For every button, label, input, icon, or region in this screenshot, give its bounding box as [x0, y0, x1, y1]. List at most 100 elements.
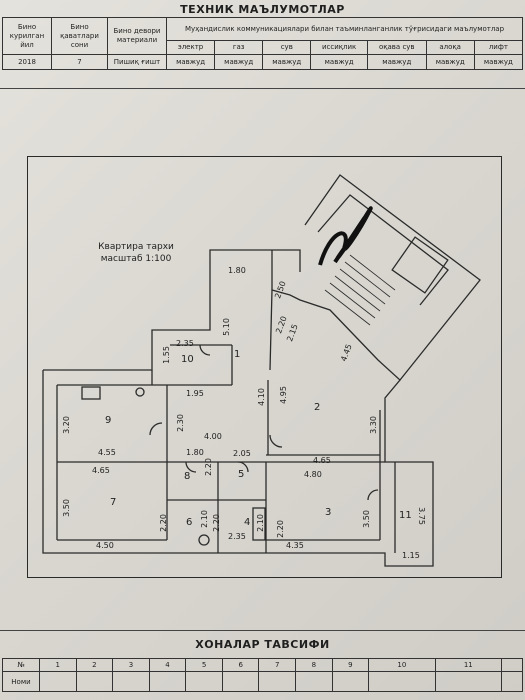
- rooms-description-table: № 1 2 3 4 5 6 7 8 9 10 11 Номи: [2, 658, 523, 692]
- bathtub: [252, 507, 266, 541]
- technical-info-table: Бино курилган йил Бино қаватлари сони Би…: [2, 17, 524, 70]
- room-number: 9: [105, 415, 112, 426]
- dimension-label: 4.80: [304, 470, 322, 479]
- room-number: 2: [314, 402, 321, 413]
- year-value: 2018: [2, 54, 52, 70]
- room-name-cell: [185, 671, 223, 692]
- empty-cell: [501, 658, 523, 672]
- utility-status: мавжуд: [214, 54, 264, 70]
- room-column-number: 2: [75, 658, 114, 672]
- room-number: 4: [244, 517, 251, 528]
- rooms-description-title: ХОНАЛАР ТАВСИФИ: [195, 638, 330, 651]
- dimension-label: 2.35: [176, 339, 194, 348]
- room-name-cell: [75, 671, 114, 692]
- door-swing: [237, 461, 249, 473]
- dimension-label: 4.10: [256, 388, 266, 406]
- room-column-number: 7: [258, 658, 297, 672]
- room-column-number: 4: [148, 658, 187, 672]
- dimension-label: 4.00: [204, 432, 222, 441]
- utility-status: мавжуд: [473, 54, 524, 70]
- room-name-cell: [295, 671, 333, 692]
- door-swing: [149, 422, 163, 436]
- dimension-label: 2.10: [255, 514, 265, 532]
- room-column-number: 6: [221, 658, 260, 672]
- door-swing: [199, 344, 211, 356]
- dimension-label: 3.75: [416, 507, 426, 525]
- dimension-label: 2.35: [228, 532, 246, 541]
- dimension-label: 1.80: [228, 266, 246, 275]
- room-name-cell: [258, 671, 297, 692]
- dimension-label: 1.95: [186, 389, 204, 398]
- room-number: 1: [234, 349, 241, 360]
- dimension-label: 2.10: [199, 510, 209, 528]
- stair-treads: [324, 254, 396, 326]
- room-number: 6: [186, 517, 193, 528]
- dimension-label: 4.65: [313, 456, 331, 465]
- section-divider: [0, 88, 525, 89]
- room-column-number: 11: [434, 658, 503, 672]
- stair-core-wall: [304, 174, 481, 381]
- room-name-cell: [39, 671, 77, 692]
- door-swing: [185, 461, 197, 473]
- dimension-label: 3.50: [361, 510, 371, 528]
- dimension-label: 4.35: [286, 541, 304, 550]
- room-name-cell: [221, 671, 260, 692]
- room-column-number: 1: [39, 658, 77, 672]
- col-floors-header: Бино қаватлари сони: [51, 17, 108, 55]
- dimension-label: 4.55: [98, 448, 116, 457]
- utility-status: мавжуд: [262, 54, 312, 70]
- room-name-cell: [434, 671, 503, 692]
- room-number: 8: [184, 471, 191, 482]
- redaction-scribble: [318, 206, 373, 266]
- dimension-label: 2.05: [233, 449, 251, 458]
- room-column-number: 3: [112, 658, 150, 672]
- room-number: 3: [325, 507, 332, 518]
- number-header: №: [2, 658, 40, 672]
- dimension-label: 2.20: [158, 514, 168, 532]
- room-number: 11: [399, 510, 412, 521]
- door-swing: [269, 434, 283, 448]
- toilet: [198, 534, 210, 546]
- dimension-label: 3.50: [61, 499, 71, 517]
- plan-caption-scale: масштаб 1:100: [100, 254, 172, 264]
- dimension-label: 3.20: [61, 416, 71, 434]
- dimension-label: 2.20: [203, 458, 213, 476]
- section-divider: [0, 630, 525, 631]
- stove: [81, 386, 101, 400]
- dimension-label: 4.65: [92, 466, 110, 475]
- room-name-cell: [331, 671, 370, 692]
- room-name-cell: [368, 671, 436, 692]
- col-wall-header: Бино девори материали: [107, 17, 167, 55]
- technical-data-title: ТЕХНИК МАЪЛУМОТЛАР: [180, 3, 345, 16]
- dimension-label: 2.30: [175, 414, 185, 432]
- room-column-number: 10: [368, 658, 436, 672]
- dimension-label: 1.55: [161, 346, 171, 364]
- dimension-label: 2.20: [275, 520, 285, 538]
- room-number: 10: [181, 354, 194, 365]
- elevator-shaft: [391, 236, 449, 294]
- room-name-cell: [148, 671, 187, 692]
- stair-core-wall: [317, 194, 449, 306]
- room-name-cell: [112, 671, 150, 692]
- dimension-label: 5.10: [221, 318, 231, 336]
- outer-wall: [42, 289, 434, 567]
- dimension-label: 4.50: [96, 541, 114, 550]
- dimension-label: 4.95: [278, 386, 288, 404]
- name-header: Номи: [2, 671, 40, 692]
- plan-caption-title: Квартира тархи: [98, 242, 174, 252]
- utility-status: мавжуд: [165, 54, 216, 70]
- dimension-label: 3.30: [368, 416, 378, 434]
- room-name-cell: [501, 671, 523, 692]
- room-column-number: 5: [185, 658, 223, 672]
- room-number: 7: [110, 497, 117, 508]
- room-column-number: 8: [295, 658, 333, 672]
- room-column-number: 9: [331, 658, 370, 672]
- room-number: 5: [238, 469, 245, 480]
- door-swing: [367, 489, 379, 501]
- plan-frame: [27, 156, 502, 578]
- dimension-label: 1.15: [402, 551, 420, 560]
- sink: [135, 387, 145, 397]
- dimension-label: 1.80: [186, 448, 204, 457]
